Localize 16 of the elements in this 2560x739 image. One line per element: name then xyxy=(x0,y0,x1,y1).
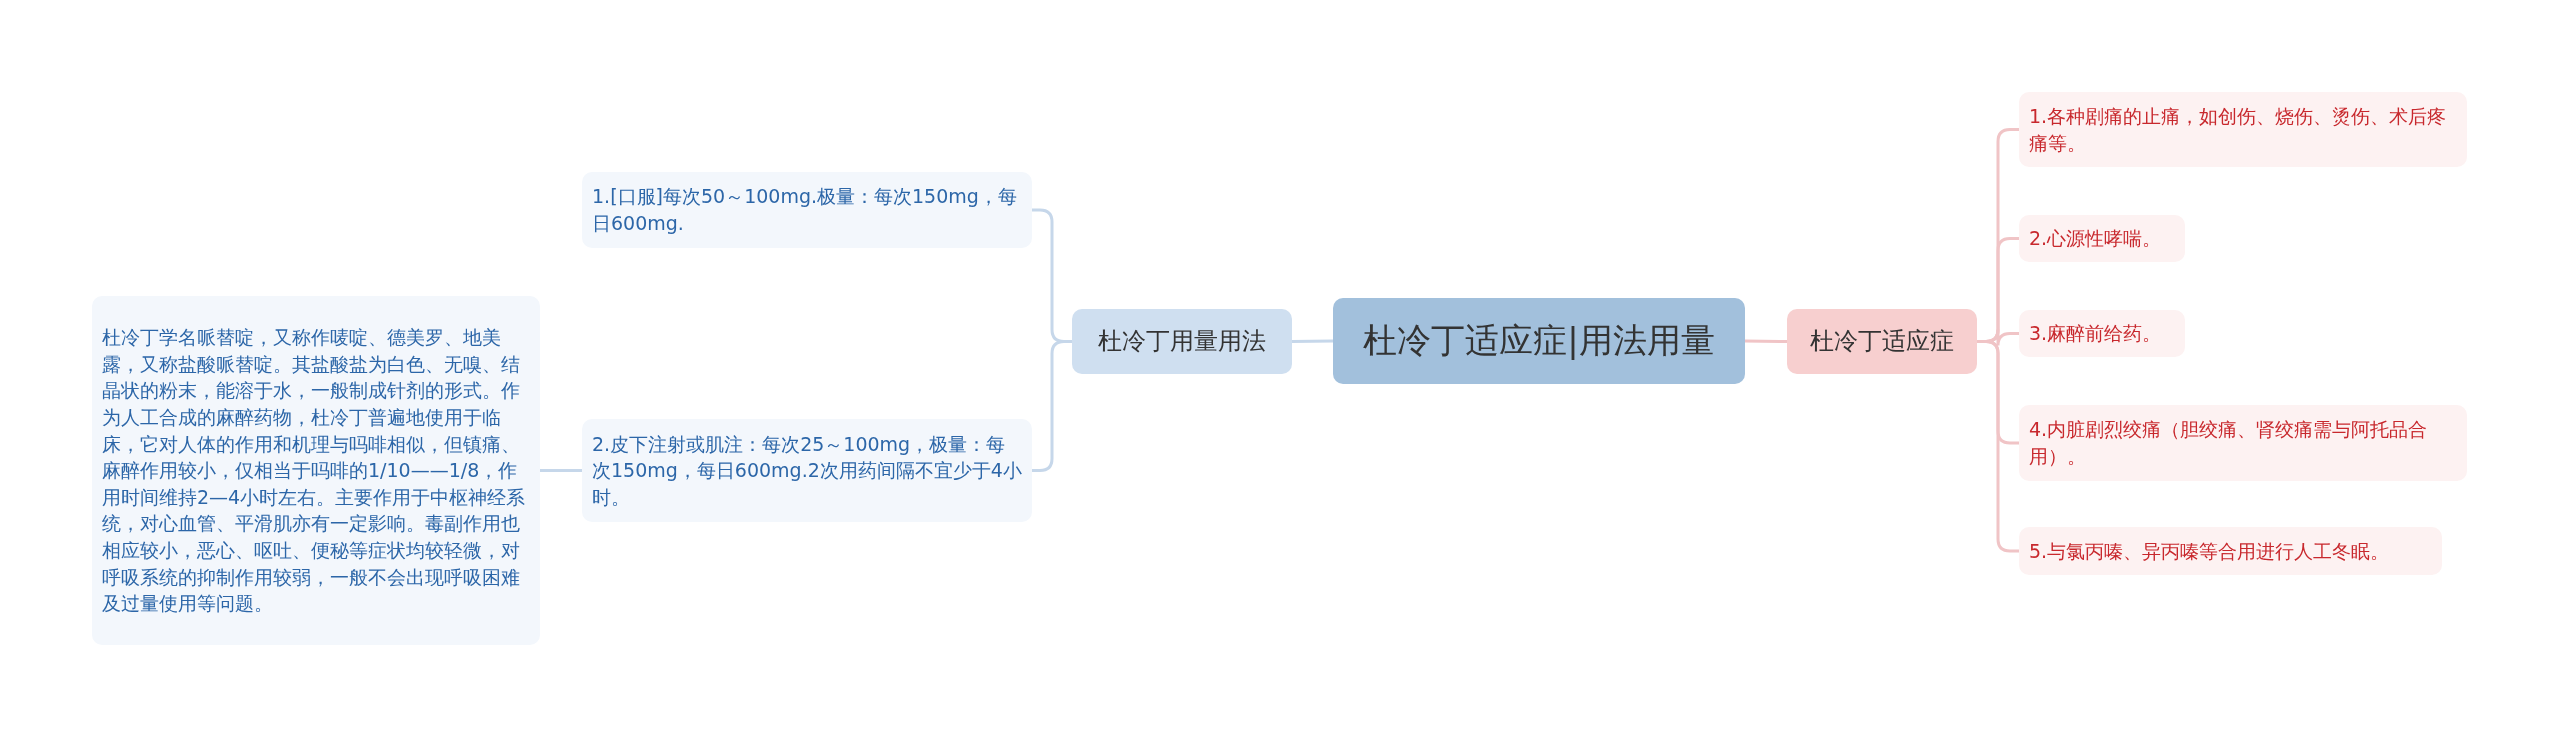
note-box: 2.皮下注射或肌注：每次25～100mg，极量：每次150mg，每日600mg.2次用药间隔不宜少于4小时。 xyxy=(582,419,1032,522)
connector-line xyxy=(1745,339,1787,343)
root-topic-box: 杜冷丁适应症|用法用量 xyxy=(1333,298,1745,384)
connector-line xyxy=(1291,339,1334,343)
note-box: 1.各种剧痛的止痛，如创伤、烧伤、烫伤、术后疼痛等。 xyxy=(2019,92,2467,167)
connector-line xyxy=(1977,340,2019,553)
note-box: 5.与氯丙嗪、异丙嗪等合用进行人工冬眠。 xyxy=(2019,527,2442,575)
note-box: 杜冷丁学名哌替啶，又称作唛啶、德美罗、地美露，又称盐酸哌替啶。其盐酸盐为白色、无嗅、结晶状的粉末，能溶于水，一般制成针剂的形式。作为人工合成的麻醉药物，杜冷丁普遍地使用于临床，它对人体的作用和机理与吗啡相似，但镇痛、麻醉作用较小，仅相当于吗啡的1/10——1/8，作用时间维持2—4小时左右。主要作用于中枢神经系统，对心血管、平滑肌亦有一定影响。毒副作用也相应较小，恶心、呕吐、便秘等症状均较轻微，对呼吸系统的抑制作用较弱，一般不会出现呼吸困难及过量使用等问题。 xyxy=(92,296,540,645)
topic-box: 杜冷丁用量用法 xyxy=(1072,309,1292,374)
note-box: 2.心源性哮喘。 xyxy=(2019,215,2185,262)
connector-line xyxy=(1032,340,1072,472)
note-box: 3.麻醉前给药。 xyxy=(2019,310,2185,357)
connector-line xyxy=(540,469,582,472)
note-box: 1.[口服]每次50～100mg.极量：每次150mg，每日600mg. xyxy=(582,172,1032,248)
topic-box: 杜冷丁适应症 xyxy=(1787,309,1977,374)
note-box: 4.内脏剧烈绞痛（胆绞痛、肾绞痛需与阿托品合用）。 xyxy=(2019,405,2467,481)
